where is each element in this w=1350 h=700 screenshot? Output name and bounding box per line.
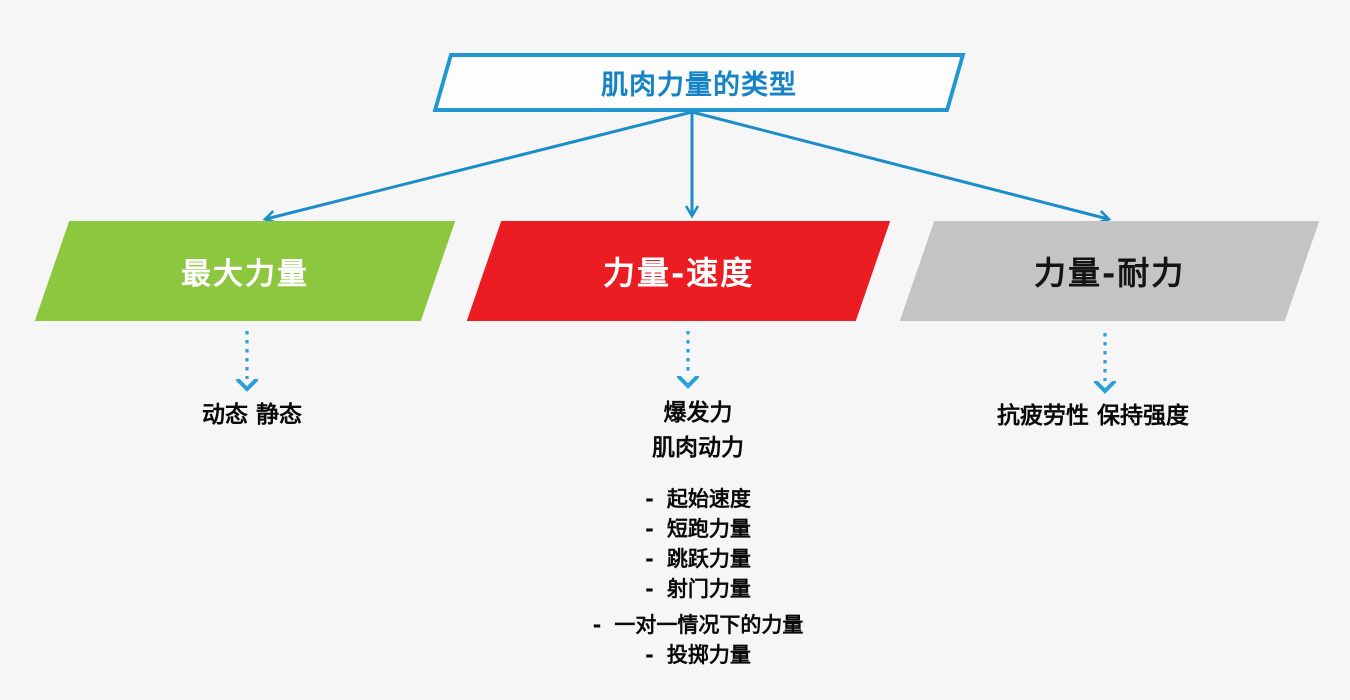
list-bullet: - [645,577,654,601]
speed-detail-line-2: 肌肉动力 [652,435,744,461]
arrow-title-to-endurance [691,110,1112,224]
list-bullet: - [645,547,654,571]
max-strength-subtypes: 动态 静态 [201,402,303,428]
list-item: -射门力量 [593,574,804,604]
list-item: -起始速度 [593,484,804,514]
speed-detail-line-1: 爆发力 [663,400,733,426]
list-item: -一对一情况下的力量 [593,610,804,640]
title-box: 肌肉力量的类型 [432,53,966,112]
branch-strength-speed-shape: 力量-速度 [466,221,891,321]
list-item-label: 跳跃力量 [666,547,751,571]
list-bullet: - [645,643,654,667]
branch-max-strength-label: 最大力量 [181,257,309,292]
list-item-label: 起始速度 [666,487,751,511]
branch-strength-speed-label: 力量-速度 [602,254,755,292]
speed-detail-list: -起始速度 -短跑力量 -跳跃力量 -射门力量 -一对一情况下的力量 -投掷力量 [593,484,804,670]
list-bullet: - [645,487,654,511]
list-item: -跳跃力量 [593,544,804,574]
strength-speed-details: 爆发力 肌肉动力 -起始速度 -短跑力量 -跳跃力量 -射门力量 -一对一情况下… [593,396,804,670]
list-item-label: 射门力量 [666,577,751,601]
list-item-label: 一对一情况下的力量 [614,613,804,637]
branch-max-strength-shape: 最大力量 [34,221,456,321]
strength-endurance-subtypes: 抗疲劳性 保持强度 [996,403,1190,429]
list-item-label: 投掷力量 [666,643,751,667]
branch-strength-endurance-label: 力量-耐力 [1033,254,1186,292]
list-bullet: - [645,517,654,541]
list-bullet: - [592,613,602,637]
arrow-title-to-max [262,110,693,224]
list-item-label: 短跑力量 [666,517,751,541]
list-item: -投掷力量 [593,640,804,670]
branch-strength-endurance-shape: 力量-耐力 [899,221,1320,321]
list-item: -短跑力量 [593,514,804,544]
title-label: 肌肉力量的类型 [601,70,797,101]
